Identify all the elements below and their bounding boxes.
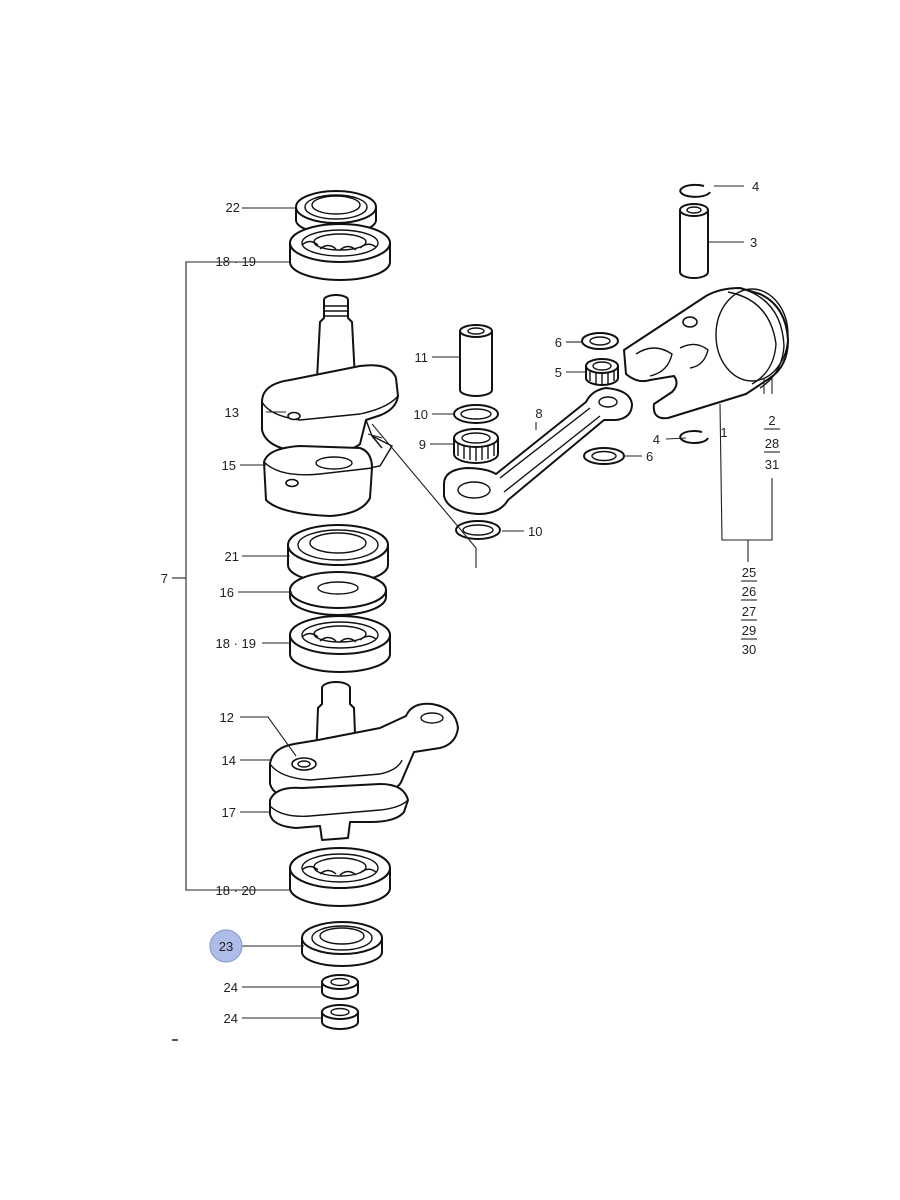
callout-labels: 22 18 · 19 13 15 7 21 16 18 · 19 12 14 1… [161,179,779,1026]
callout-6-bottom: 6 [646,449,653,464]
piston [623,287,789,420]
middle-washer-plate [289,571,387,616]
lower-crank-web [263,445,373,517]
callout-12: 12 [220,710,234,725]
big-end-needle-bearing [453,428,499,464]
callout-1: 1 [720,425,727,440]
piston-pin-circlip-top [679,183,711,198]
stacked-label-separators [741,428,780,640]
small-seal-upper [321,974,359,1000]
small-end-washer-bottom [583,447,625,465]
small-end-needle-bearing [585,358,619,386]
callout-7: 7 [161,571,168,586]
callout-24-lower: 24 [224,1011,238,1026]
callout-16: 16 [220,585,234,600]
callout-11: 11 [415,350,429,365]
callout-31: 31 [765,457,779,472]
highlighted-callout-marker [209,929,243,963]
callout-8: 8 [535,406,542,421]
callout-4-top: 4 [752,179,759,194]
small-seal-lower [321,1004,359,1030]
callout-5: 5 [555,365,562,380]
callout-25: 25 [742,565,756,580]
callout-14: 14 [222,753,236,768]
callout-9: 9 [419,437,426,452]
callout-22: 22 [226,200,240,215]
top-ball-bearing [289,223,391,281]
callout-2: 2 [768,413,775,428]
callout-21: 21 [225,549,239,564]
bottom-ball-bearing [289,847,391,907]
bottom-oil-seal [301,921,383,967]
callout-24-upper: 24 [224,980,238,995]
thrust-washer-bottom [455,520,501,540]
callout-29: 29 [742,623,756,638]
callout-28: 28 [765,436,779,451]
callout-10-top: 10 [414,407,428,422]
callout-18-19-mid: 18 · 19 [216,636,256,651]
small-end-washer-top [581,332,619,350]
callout-4-mid: 4 [653,432,660,447]
callout-23: 23 [219,939,233,954]
piston-pin-circlip-bottom [679,429,709,444]
callout-18-19-top: 18 · 19 [216,254,256,269]
connecting-rod [443,387,633,515]
crank-to-rod-guide-line [371,423,477,568]
callout-13: 13 [225,405,239,420]
callout-18-20: 18 · 20 [216,883,256,898]
middle-ball-bearing [289,615,391,673]
middle-seal-housing [287,524,389,584]
thrust-washer-top [453,404,499,424]
callout-26: 26 [742,584,756,599]
callout-3: 3 [750,235,757,250]
piston-pin [679,203,709,279]
crank-pin [459,324,493,397]
callout-6-top: 6 [555,335,562,350]
lower-crank-web-bottom [269,783,409,841]
leader-lines [172,185,773,1019]
callout-15: 15 [222,458,236,473]
callout-10-bottom: 10 [528,524,542,539]
callout-27: 27 [742,604,756,619]
lower-crank-web-assembly [269,702,459,801]
callout-17: 17 [222,805,236,820]
callout-30: 30 [742,642,756,657]
